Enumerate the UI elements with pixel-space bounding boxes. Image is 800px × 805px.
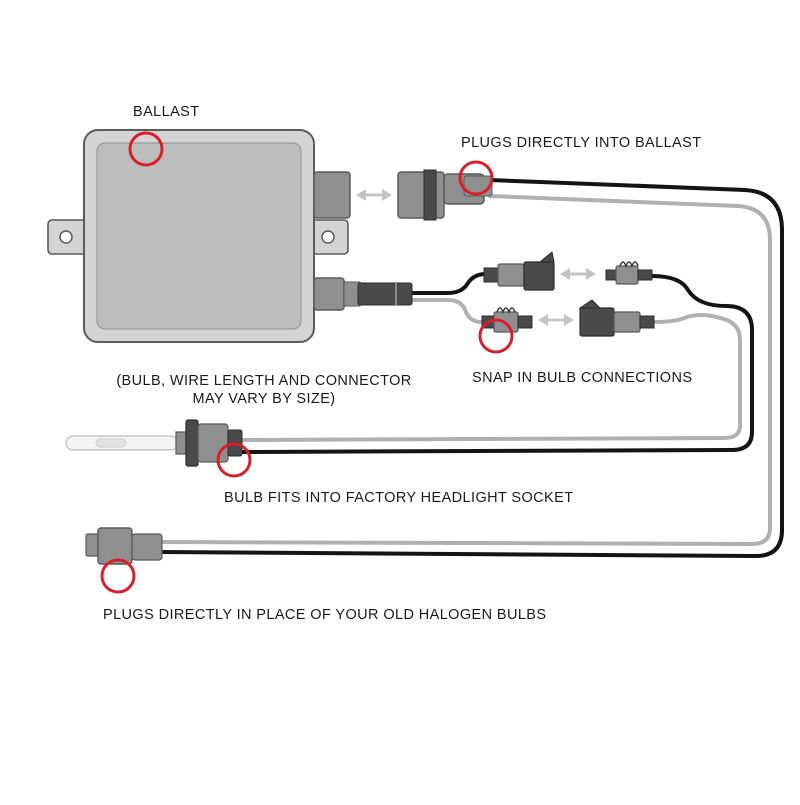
wire-ballast-output-grey — [408, 298, 484, 324]
hid-bulb — [65, 419, 243, 467]
label-ballast: BALLAST — [133, 104, 200, 120]
callout-ballast — [128, 131, 164, 167]
connector-top-female — [483, 251, 555, 291]
callout-snap-in — [478, 318, 514, 354]
arrow-connector-bottom — [538, 314, 574, 326]
ballast-plug-collar — [423, 169, 437, 221]
label-bulb-fits: BULB FITS INTO FACTORY HEADLIGHT SOCKET — [224, 490, 574, 506]
wire-ballast-to-halogen-grey — [158, 194, 772, 546]
wire-ballast-output-black — [408, 272, 488, 295]
halogen-plug-boot — [131, 533, 163, 561]
wire-ballast-to-halogen-black — [158, 178, 784, 558]
connector-top-male — [605, 261, 653, 285]
halogen-plug — [85, 527, 163, 565]
bulb-base — [197, 423, 229, 463]
connector-bottom-female — [578, 299, 655, 337]
label-plugs-into-ballast: PLUGS DIRECTLY INTO BALLAST — [461, 135, 702, 151]
ballast-plug — [397, 169, 493, 221]
halogen-plug-body — [97, 527, 133, 565]
arrow-connector-top — [560, 268, 596, 280]
callout-bulb — [216, 442, 252, 478]
bulb-connectors — [481, 251, 655, 337]
ballast-mount-hole-left — [59, 230, 73, 244]
arrow-ballast-plug — [356, 189, 392, 201]
ballast — [47, 129, 413, 343]
callout-halogen — [100, 558, 136, 594]
label-halogen: PLUGS DIRECTLY IN PLACE OF YOUR OLD HALO… — [103, 607, 547, 623]
bulb-flange — [185, 419, 199, 467]
label-note-line1: (BULB, WIRE LENGTH AND CONNECTOR — [116, 373, 412, 389]
label-snap-in-connections: SNAP IN BULB CONNECTIONS — [472, 370, 693, 386]
bulb-neck — [175, 431, 187, 455]
wires — [158, 178, 784, 558]
ballast-output-port — [313, 277, 345, 311]
bulb-capsule — [95, 438, 127, 448]
wire-connector-to-bulb-grey — [238, 313, 742, 442]
ballast-face — [96, 142, 302, 330]
arrows — [356, 189, 596, 326]
label-note-line2: MAY VARY BY SIZE) — [192, 391, 336, 407]
callout-ballast-plug — [458, 160, 494, 196]
ballast-input-port — [313, 171, 351, 219]
ballast-plug-body — [397, 171, 445, 219]
ballast-output-cable — [357, 282, 413, 306]
halogen-plug-tip — [85, 533, 99, 557]
callouts — [100, 131, 514, 594]
ballast-mount-hole-right — [321, 230, 335, 244]
wire-connector-to-bulb-black — [238, 274, 754, 454]
